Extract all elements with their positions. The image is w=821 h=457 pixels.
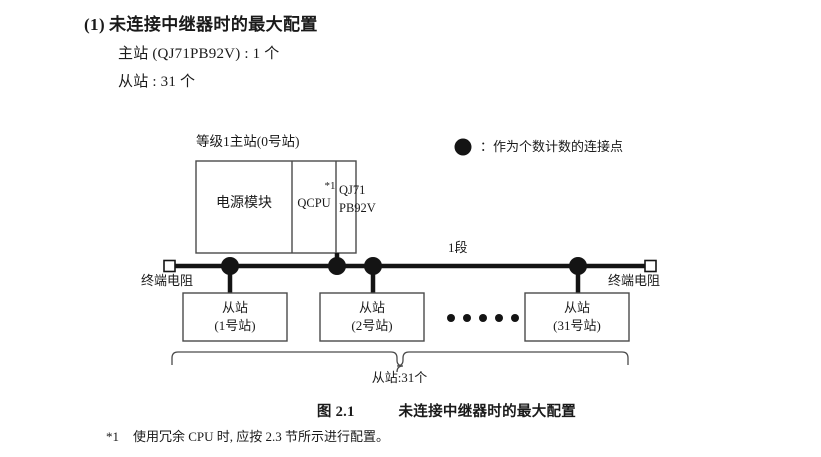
terminator-right-symbol [644,259,657,273]
terminator-left-label: 终端电阻 [141,273,194,288]
master-module-label-line1: QJ71 [339,183,366,197]
footnote-text: 使用冗余 CPU 时, 应按 2.3 节所示进行配置。 [133,429,390,444]
connection-point-dot [569,257,587,275]
connection-point-dot [364,257,382,275]
slave-station-box-2 [319,292,425,342]
section-number: (1) [84,15,106,34]
footnote-mark: *1 [106,429,119,444]
figure-number: 图 2.1 [316,404,355,420]
footnote: *1 使用冗余 CPU 时, 应按 2.3 节所示进行配置。 [106,426,389,445]
slave-group-brace-right [396,351,629,367]
slave-station-number-2: (2号站) [351,317,393,333]
ellipsis-dots [447,314,519,322]
slave-title-2: 从站 [358,300,385,315]
slave-group-brace [171,351,404,373]
connection-point-dot [221,257,239,275]
section-title-text: 未连接中继器时的最大配置 [109,15,318,34]
terminator-right-label: 终端电阻 [608,273,661,288]
figure-caption-text: 未连接中继器时的最大配置 [398,404,577,420]
master-rack-box [195,160,357,254]
slave-group-label-text: 从站:31个 [371,370,428,385]
master-module-label: QJ71 PB92V [339,181,383,217]
legend-label: ：作为个数计数的连接点 [480,139,623,155]
master-rack-caption: 等级1主站(0号站) [196,134,300,149]
slave-station-number-31: (31号站) [553,317,601,333]
legend-text: 作为个数计数的连接点 [493,139,624,154]
slave-title-31: 从站 [563,300,590,315]
slave-station-box-1 [182,292,288,342]
cpu-module-label: QCPU [297,196,331,210]
slave-station-label-1: 从站 (1号站) [183,299,287,334]
terminator-left-symbol [163,259,176,273]
slave-station-label-31: 从站 (31号站) [525,299,629,334]
slave-group-label: 从站:31个 [0,370,821,386]
slave-station-box-31 [524,292,630,342]
slave-title-1: 从站 [221,300,248,315]
power-module-label: 电源模块 [216,196,272,211]
master-module-label-line2: PB92V [339,201,376,216]
slave-station-number-1: (1号站) [214,317,256,333]
legend-separator: ： [480,139,494,154]
spec-master-count: 主站 (QJ71PB92V) : 1 个 [118,46,280,62]
spec-slave-count: 从站 : 31 个 [118,74,196,90]
connection-point-dot [328,257,346,275]
slave-station-label-2: 从站 (2号站) [320,299,424,334]
cpu-footnote-mark: *1 [324,180,336,192]
section-heading: (1)未连接中继器时的最大配置 [84,10,318,35]
legend-dot-icon [454,138,472,156]
figure-caption: 图 2.1 未连接中继器时的最大配置 [0,400,821,421]
figure-caption-inner: 图 2.1 未连接中继器时的最大配置 [281,400,576,421]
segment-label: 1段 [448,240,468,255]
